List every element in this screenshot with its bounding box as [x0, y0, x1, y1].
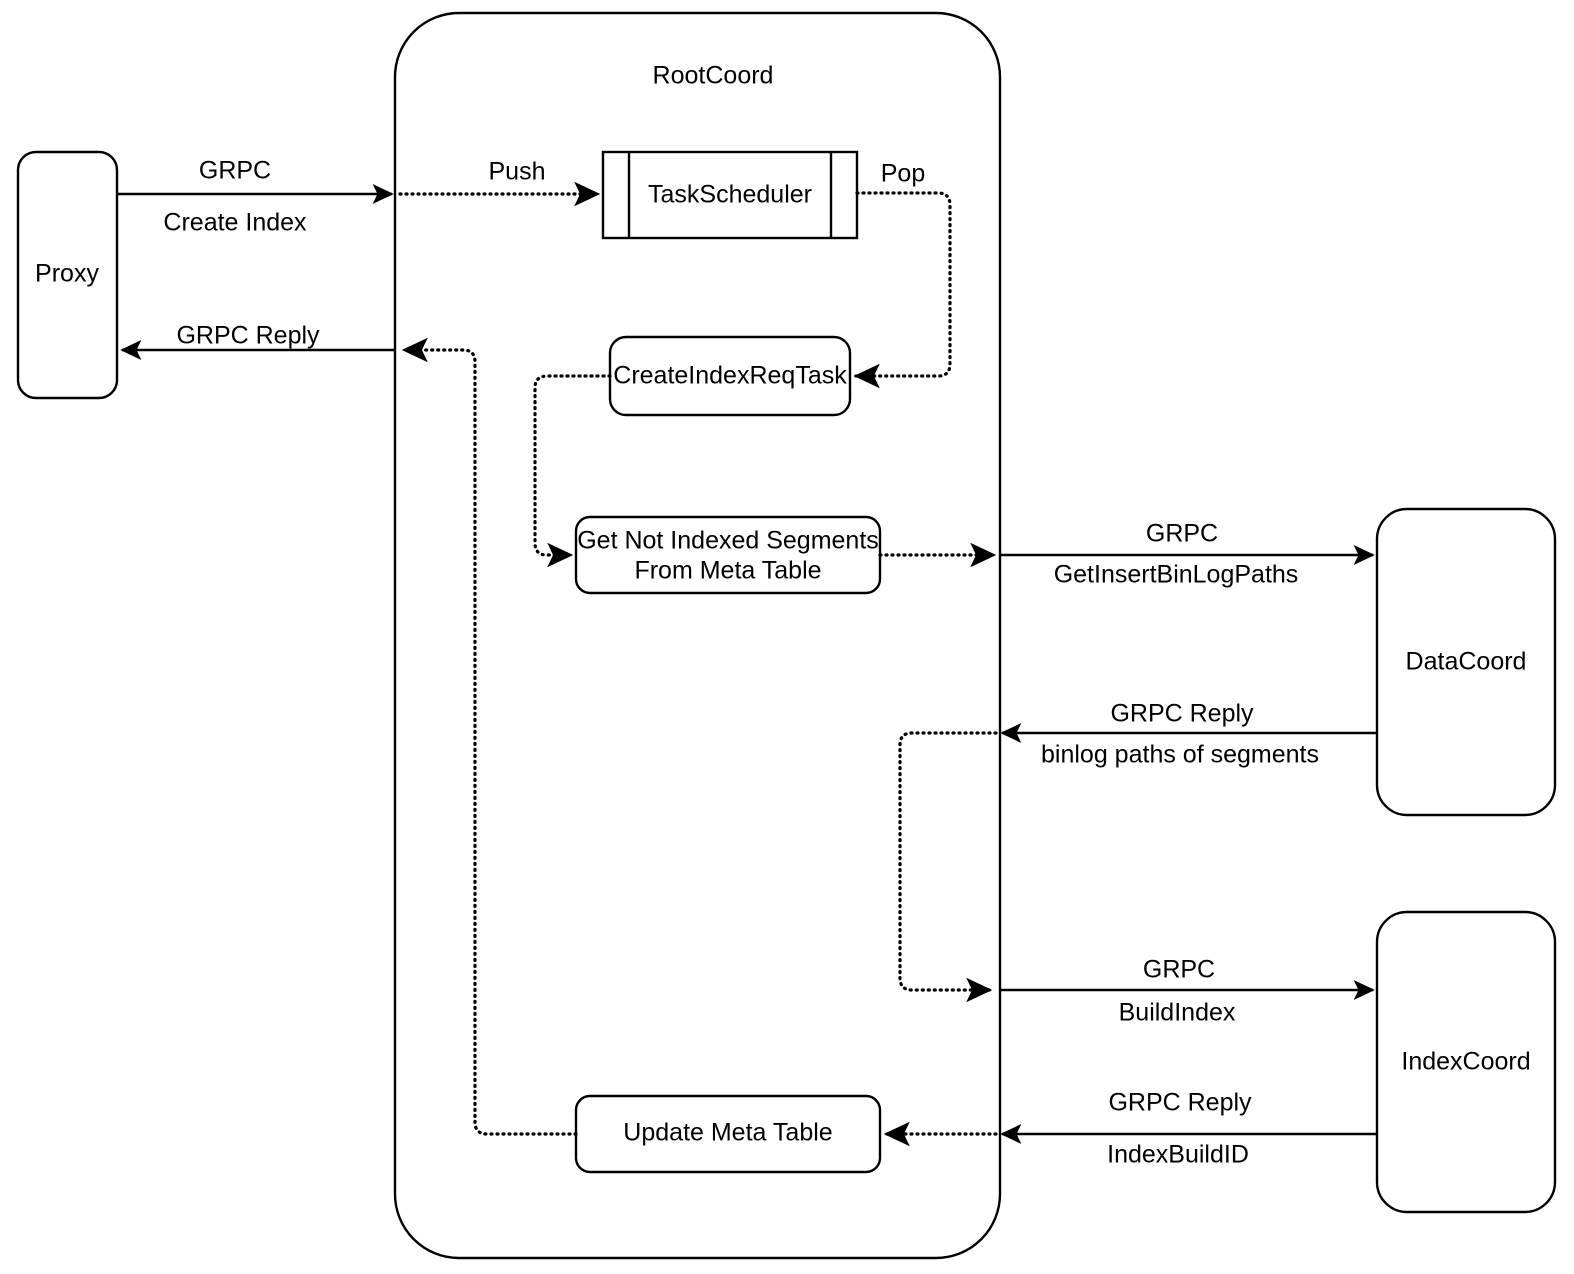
edge-label-to-indexcoord-2: BuildIndex	[1119, 999, 1236, 1027]
indexcoord-label: IndexCoord	[1401, 1048, 1530, 1076]
node-get-not-indexed-segments[interactable]: Get Not Indexed Segments From Meta Table	[574, 515, 882, 595]
container-rootcoord[interactable]: RootCoord	[393, 11, 1002, 1260]
edge-binlog-to-buildindex-path	[898, 731, 998, 1003]
rootcoord-boundary	[393, 11, 1002, 1260]
rootcoord-label: RootCoord	[653, 62, 774, 90]
node-task-scheduler[interactable]: TaskScheduler	[601, 150, 859, 240]
node-datacoord[interactable]: DataCoord	[1375, 507, 1557, 817]
create-index-req-task-label: CreateIndexReqTask	[613, 362, 847, 390]
edge-label-from-datacoord-1: GRPC Reply	[1110, 700, 1254, 728]
edge-label-grpc-create-index-2: Create Index	[163, 209, 307, 237]
edge-datacoord-to-rootcoord: GRPC Reply binlog paths of segments	[1000, 700, 1377, 769]
edge-task-to-get-segments	[533, 374, 612, 568]
edge-push: Push	[398, 158, 601, 207]
indexcoord-box	[1375, 910, 1557, 1214]
edge-rootcoord-to-proxy: GRPC Reply	[120, 322, 396, 360]
edge-label-from-datacoord-2: binlog paths of segments	[1041, 741, 1319, 769]
edge-update-meta-to-proxy-reply	[401, 337, 578, 1136]
edge-label-push: Push	[489, 158, 546, 186]
edge-indexcoord-to-rootcoord: GRPC Reply IndexBuildID	[1000, 1089, 1377, 1169]
edge-rootcoord-to-indexcoord: GRPC BuildIndex	[1000, 956, 1375, 1027]
proxy-box	[16, 150, 119, 400]
task-scheduler-box	[601, 150, 859, 240]
edge-label-to-datacoord-1: GRPC	[1146, 520, 1218, 548]
edge-pop-path	[853, 191, 952, 389]
edge-update-meta-to-proxy-reply-path	[401, 337, 578, 1136]
edge-label-grpc-reply-proxy: GRPC Reply	[176, 322, 320, 350]
edge-label-to-indexcoord-1: GRPC	[1143, 956, 1215, 984]
node-create-index-req-task[interactable]: CreateIndexReqTask	[608, 335, 852, 417]
edge-label-pop: Pop	[881, 160, 925, 188]
task-scheduler-label: TaskScheduler	[648, 181, 812, 209]
edge-label-from-indexcoord-2: IndexBuildID	[1107, 1141, 1249, 1169]
get-not-indexed-segments-line2: From Meta Table	[634, 557, 821, 585]
node-proxy[interactable]: Proxy	[16, 150, 119, 400]
edge-rootcoord-to-datacoord: GRPC GetInsertBinLogPaths	[1000, 520, 1375, 589]
update-meta-table-label: Update Meta Table	[623, 1119, 832, 1147]
edge-binlog-to-buildindex	[898, 731, 998, 1003]
edge-pop: Pop	[853, 160, 952, 389]
node-update-meta-table[interactable]: Update Meta Table	[574, 1094, 882, 1174]
edge-label-grpc-create-index-1: GRPC	[199, 157, 271, 185]
datacoord-label: DataCoord	[1406, 648, 1527, 676]
get-not-indexed-segments-line1: Get Not Indexed Segments	[577, 527, 879, 555]
node-indexcoord[interactable]: IndexCoord	[1375, 910, 1557, 1214]
datacoord-box	[1375, 507, 1557, 817]
edge-label-to-datacoord-2: GetInsertBinLogPaths	[1054, 561, 1299, 589]
edge-task-to-get-segments-path	[533, 374, 612, 568]
edge-label-from-indexcoord-1: GRPC Reply	[1108, 1089, 1252, 1117]
proxy-label: Proxy	[35, 260, 99, 288]
edge-proxy-to-rootcoord: GRPC Create Index	[117, 157, 394, 237]
